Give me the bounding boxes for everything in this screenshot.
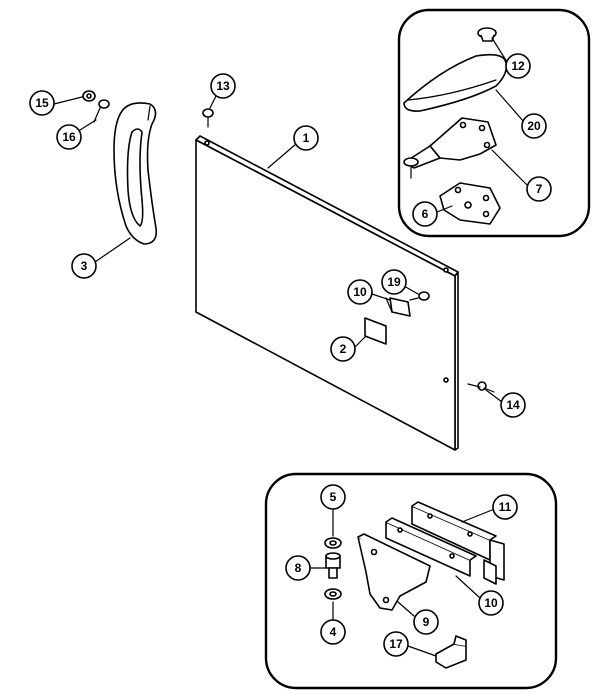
- callout-1: 1: [293, 125, 319, 151]
- callout-7-label: 7: [536, 182, 543, 196]
- callout-10-upper-label: 10: [353, 285, 367, 299]
- callout-17-label: 17: [389, 637, 403, 651]
- callout-14: 14: [500, 392, 526, 418]
- bracket-part-9: [357, 533, 431, 611]
- callout-20: 20: [521, 113, 547, 139]
- screw-part-13: [202, 108, 214, 128]
- nut-part-15: [82, 90, 96, 102]
- callout-2-label: 2: [340, 342, 347, 356]
- callout-19-label: 19: [387, 275, 401, 289]
- callout-14-label: 14: [506, 398, 520, 412]
- callout-17: 17: [383, 631, 409, 657]
- callout-13: 13: [210, 73, 236, 99]
- callout-8: 8: [285, 555, 311, 581]
- callout-3: 3: [71, 253, 97, 279]
- leader-6: [436, 205, 453, 213]
- hinge-plate-part-7: [403, 117, 497, 179]
- leader-10a: [371, 293, 391, 301]
- callout-3-label: 3: [81, 259, 88, 273]
- callout-15: 15: [29, 90, 55, 116]
- cap-part-12: [477, 27, 497, 42]
- callout-12-label: 12: [511, 59, 525, 73]
- callout-20-label: 20: [527, 119, 541, 133]
- screw-part-19: [409, 291, 430, 301]
- callout-4-label: 4: [330, 625, 337, 639]
- leader-12: [491, 37, 508, 63]
- leader-3: [94, 237, 131, 263]
- callout-10-lower: 10: [478, 590, 504, 616]
- callout-16-label: 16: [62, 130, 76, 144]
- callout-5: 5: [320, 484, 346, 510]
- callout-5-label: 5: [330, 490, 337, 504]
- screw-part-16: [93, 99, 110, 123]
- leader-15: [53, 96, 83, 105]
- callout-6-label: 6: [422, 207, 429, 221]
- leader-7: [491, 149, 529, 187]
- callout-6: 6: [412, 201, 438, 227]
- leader-lines: [53, 37, 529, 657]
- leader-11: [461, 509, 493, 523]
- callout-10-upper: 10: [347, 279, 373, 305]
- clip-part-17: [435, 635, 467, 669]
- leader-1: [267, 143, 297, 169]
- callout-4: 4: [320, 619, 346, 645]
- hinge-part-10-lower: [385, 517, 477, 577]
- leader-13: [209, 95, 217, 109]
- leader-19: [403, 285, 419, 295]
- callout-11: 11: [492, 494, 518, 520]
- leader-16: [79, 119, 97, 131]
- handle-part-3: [113, 102, 158, 245]
- callout-11-label: 11: [499, 500, 512, 514]
- leader-2: [353, 335, 367, 349]
- washer-part-5: [324, 537, 342, 549]
- callout-8-label: 8: [295, 561, 302, 575]
- callout-9-label: 9: [423, 615, 430, 629]
- leader-10b: [455, 575, 481, 599]
- cover-part-20: [403, 53, 508, 112]
- label-part-2: [364, 317, 387, 345]
- callout-13-label: 13: [216, 79, 230, 93]
- leader-20: [495, 89, 525, 123]
- screw-part-14: [467, 381, 495, 393]
- plate-part-6: [439, 182, 501, 225]
- callout-12: 12: [505, 53, 531, 79]
- bracket-part-10-upper: [385, 297, 411, 317]
- callout-19: 19: [381, 269, 407, 295]
- callout-1-label: 1: [303, 131, 310, 145]
- callout-2: 2: [330, 336, 356, 362]
- hinge-part-11: [411, 501, 505, 585]
- callout-10-lower-label: 10: [484, 596, 498, 610]
- callout-16: 16: [56, 124, 82, 150]
- door-panel-part-1: [195, 135, 459, 451]
- leader-17: [407, 645, 437, 657]
- pin-part-8: [325, 552, 341, 579]
- washer-part-4: [324, 588, 342, 600]
- callout-7: 7: [526, 176, 552, 202]
- leader-9: [397, 601, 415, 617]
- leader-14: [485, 389, 503, 403]
- callout-9: 9: [413, 609, 439, 635]
- callout-15-label: 15: [35, 96, 49, 110]
